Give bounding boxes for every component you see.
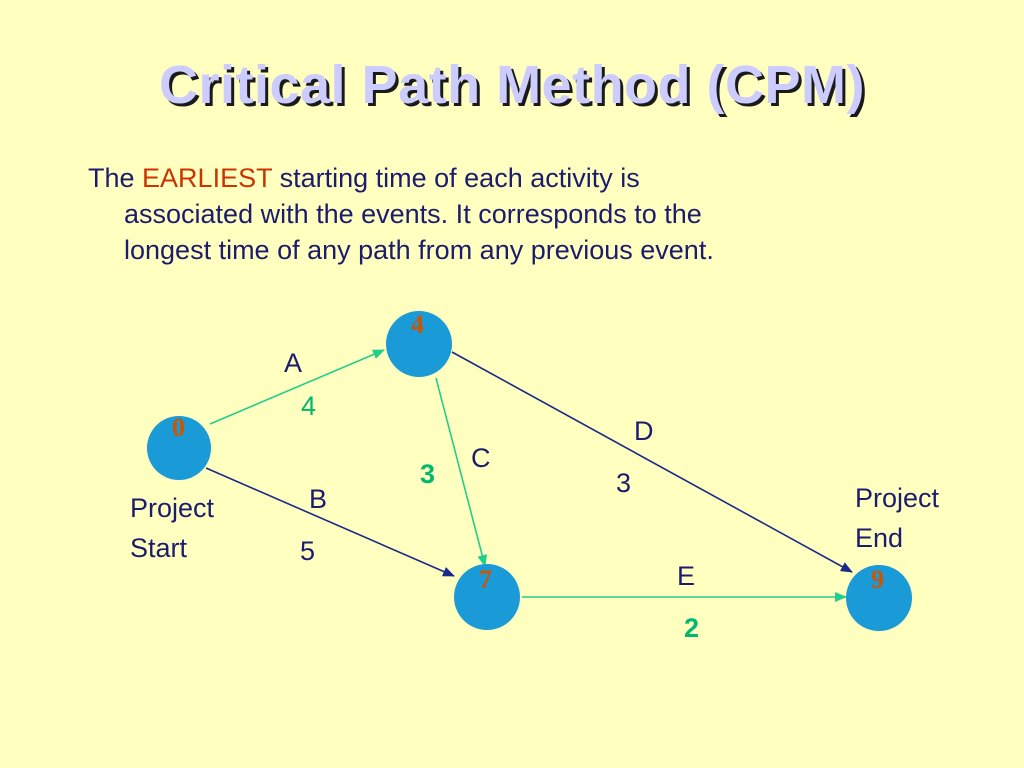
event-node-middle [454,564,520,630]
event-node-top [386,311,452,377]
arrow-activity-d [451,351,853,573]
earliest-highlight: EARLIEST [142,163,273,193]
event-value-middle: 7 [479,565,492,594]
event-value-top: 4 [411,310,424,339]
body-line-1-post: starting time of each activity is [272,163,640,193]
slide-title: Critical Path Method (CPM) [158,55,865,115]
slide-body-text: The EARLIEST starting time of each activ… [88,160,908,268]
activity-duration-a: 4 [301,391,317,421]
project-start-label: Project Start [130,488,214,568]
body-line-1-pre: The [88,163,143,193]
body-line-2: associated with the events. It correspon… [124,199,702,229]
event-node-start [147,416,211,480]
activity-duration-d: 3 [616,468,632,498]
event-value-start: 0 [172,413,185,442]
activity-duration-b: 5 [300,536,316,566]
project-end-label: Project End [855,478,939,558]
project-start-label-line1: Project [130,493,215,523]
body-line-1: The EARLIEST starting time of each activ… [88,160,908,196]
arrow-activity-b [205,467,455,577]
body-line-3: longest time of any path from any previo… [124,235,714,265]
activity-label-d: D [634,416,654,446]
activity-label-c: C [471,443,491,473]
project-end-label-line1: Project [855,483,940,513]
activity-duration-e: 2 [684,613,700,643]
project-start-label-line2: Start [130,533,188,563]
event-value-end: 9 [871,565,884,594]
activity-label-b: B [309,484,328,514]
project-end-label-line2: End [855,523,904,553]
activity-duration-c: 3 [420,459,436,489]
activity-label-e: E [677,561,696,591]
activity-label-a: A [284,348,303,378]
arrow-activity-a [209,349,385,425]
arrow-activity-c [435,377,488,567]
event-node-end [846,565,912,631]
